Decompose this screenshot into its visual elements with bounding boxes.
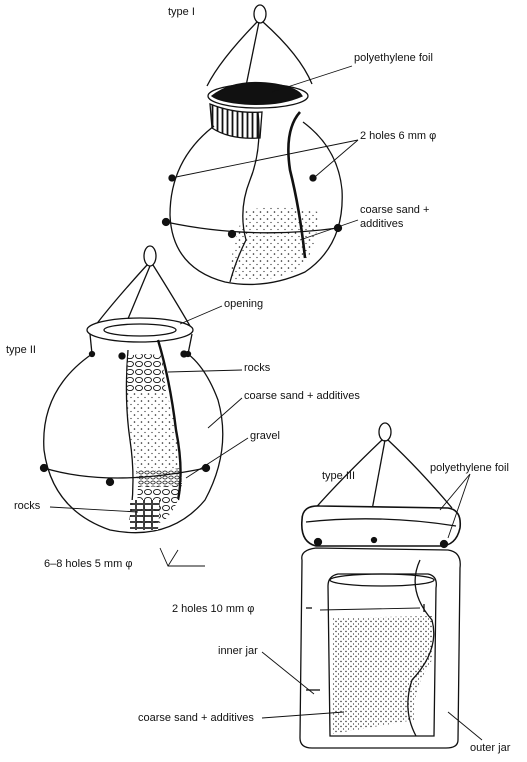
sand-fill-2 — [126, 391, 180, 471]
knot-2b — [105, 477, 115, 487]
hanger-loop-3 — [378, 422, 392, 442]
gravel-fill-2 — [136, 468, 182, 487]
knot-3c — [370, 536, 378, 544]
rocks-top-2 — [126, 354, 166, 392]
label-rocks-left: rocks — [14, 500, 41, 512]
rim-foil-3 — [300, 505, 462, 547]
label-polyethylene-foil-1: polyethylene foil — [354, 52, 433, 64]
string-1a — [206, 21, 258, 87]
leader-holes-5a — [159, 547, 205, 567]
rim-line-3 — [305, 518, 457, 527]
belt-1 — [165, 221, 339, 234]
leader-opening — [179, 305, 223, 325]
cutaway-edge-3 — [407, 559, 435, 737]
type-2-leaders — [49, 305, 249, 567]
string-2a — [94, 264, 148, 327]
label-type-2: type II — [6, 344, 36, 356]
label-coarse-sand-1b: additives — [360, 218, 404, 230]
string-3a — [311, 439, 383, 513]
leader-gravel — [185, 437, 249, 479]
string-2c — [124, 265, 151, 327]
cutaway-edge-2 — [125, 349, 134, 521]
type-3-jar — [299, 422, 462, 749]
label-polyethylene-foil-3: polyethylene foil — [430, 462, 509, 474]
leader-foil-3b — [439, 473, 471, 511]
hole-1b — [309, 174, 317, 182]
rim-opening-2 — [103, 323, 177, 337]
type-3-leaders — [261, 473, 483, 741]
inner-jar-rim — [329, 573, 435, 587]
leader-sand-1 — [299, 219, 359, 241]
leader-outer-jar — [447, 711, 483, 741]
neck-2b — [187, 333, 193, 355]
label-holes-10mm: 2 holes 10 mm φ — [172, 603, 255, 615]
leader-rocks-top — [167, 369, 243, 373]
knot-3a — [313, 537, 323, 547]
knot-2a — [39, 463, 49, 473]
string-2b — [152, 264, 191, 327]
sand-fill-1 — [231, 207, 318, 281]
type-1-leaders — [175, 65, 359, 241]
type-2-pot — [39, 245, 224, 534]
string-3c — [371, 439, 386, 511]
type-1-pot — [161, 4, 343, 286]
hole-2b — [184, 350, 192, 358]
string-1c — [245, 21, 260, 87]
leader-hole-1b — [315, 139, 359, 177]
pot-body-2 — [43, 353, 224, 534]
leader-foil-3a — [447, 473, 471, 539]
label-inner-jar: inner jar — [218, 645, 258, 657]
hole-2a — [88, 350, 96, 358]
leader-holes-10 — [319, 607, 421, 611]
belt-2 — [43, 467, 207, 479]
hanger-loop-1 — [253, 4, 267, 24]
knot-1b — [227, 229, 237, 239]
bricks-2 — [130, 500, 160, 530]
hole-1a — [168, 174, 176, 182]
label-outer-jar: outer jar — [470, 742, 511, 754]
label-rocks-top: rocks — [244, 362, 271, 374]
label-gravel: gravel — [250, 430, 280, 442]
label-type-1: type I — [168, 6, 195, 18]
leader-sand-3 — [261, 711, 345, 719]
leader-rocks-left — [49, 506, 139, 513]
sand-fill-3 — [332, 616, 432, 734]
leader-hole-1a — [175, 139, 359, 178]
label-coarse-sand-2: coarse sand + additives — [244, 390, 360, 402]
foil-cover-1 — [210, 81, 303, 105]
outer-jar — [299, 547, 461, 749]
label-coarse-sand-1a: coarse sand + — [360, 204, 430, 216]
hanger-loop-2 — [143, 245, 157, 267]
leader-sand-2 — [207, 397, 243, 429]
label-type-3: type III — [322, 470, 356, 482]
inner-jar — [327, 573, 437, 737]
label-holes-5mm: 6–8 holes 5 mm φ — [44, 558, 133, 570]
leader-foil-1 — [271, 65, 353, 93]
label-coarse-sand-3: coarse sand + additives — [138, 712, 254, 724]
neck-2a — [89, 333, 93, 355]
label-opening: opening — [224, 298, 264, 310]
string-3b — [387, 439, 453, 509]
leader-inner-jar — [261, 651, 315, 695]
knot-3b — [439, 539, 449, 549]
knot-1a — [161, 217, 171, 227]
collar-ribs-1 — [209, 103, 263, 139]
string-1b — [262, 21, 313, 85]
leader-holes-5b — [167, 549, 179, 567]
pot-body-1 — [169, 121, 343, 286]
rim-2 — [86, 317, 194, 343]
knot-2d — [118, 352, 126, 360]
label-holes-6mm: 2 holes 6 mm φ — [360, 130, 437, 142]
